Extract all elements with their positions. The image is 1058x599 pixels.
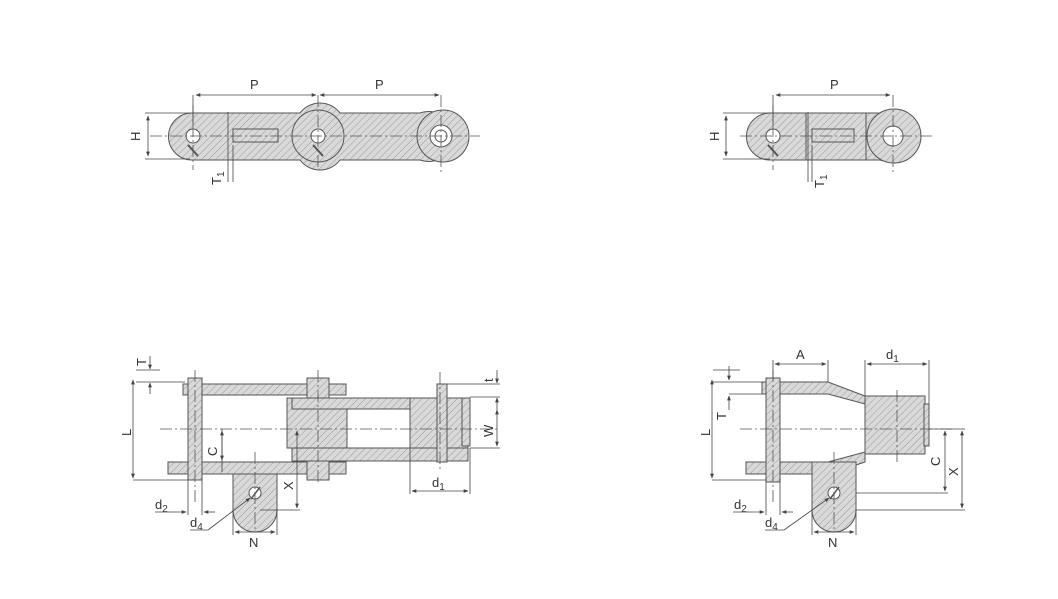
label-d4: d4 <box>190 515 203 533</box>
label-t-single: T <box>714 412 729 420</box>
roller-single-top <box>864 395 926 455</box>
slot-single <box>811 128 855 143</box>
label-d1-single: d1 <box>886 347 899 365</box>
label-d1: d1 <box>432 475 445 493</box>
label-x: X <box>281 481 296 490</box>
top-left-link-view: P P H T1 <box>128 77 480 185</box>
label-h-single: H <box>707 132 722 141</box>
label-a: A <box>796 347 805 362</box>
label-l-single: L <box>698 429 713 436</box>
pin-single-end <box>923 403 930 447</box>
label-t-small: t <box>481 378 496 382</box>
label-c-single: C <box>928 457 943 466</box>
label-t1-single: T1 <box>812 174 830 188</box>
label-d2-single: d2 <box>734 497 747 515</box>
inner-plate-lower <box>291 447 469 462</box>
label-t1: T1 <box>209 171 227 185</box>
label-p-right: P <box>375 77 384 92</box>
label-c: C <box>205 447 220 456</box>
label-p-single: P <box>830 77 839 92</box>
top-right-link-view: P H T1 <box>707 77 935 188</box>
label-l: L <box>119 429 134 436</box>
label-x-single: X <box>946 467 961 476</box>
upper-outer-plate <box>182 383 347 396</box>
label-t: T <box>134 358 149 366</box>
pin-right <box>436 383 448 463</box>
bottom-right-assembly-view: A d1 T L C X d2 d4 <box>698 347 965 550</box>
label-d2: d2 <box>155 497 168 515</box>
label-p-left: P <box>250 77 259 92</box>
slot <box>232 128 279 143</box>
label-n-single: N <box>828 535 837 550</box>
label-d4-single: d4 <box>765 515 778 533</box>
bottom-left-assembly-view: T L t W d1 C X d2 d4 <box>119 356 500 550</box>
label-n: N <box>249 535 258 550</box>
label-w: W <box>481 424 496 437</box>
pin-right-end <box>461 397 471 447</box>
label-h: H <box>128 132 143 141</box>
